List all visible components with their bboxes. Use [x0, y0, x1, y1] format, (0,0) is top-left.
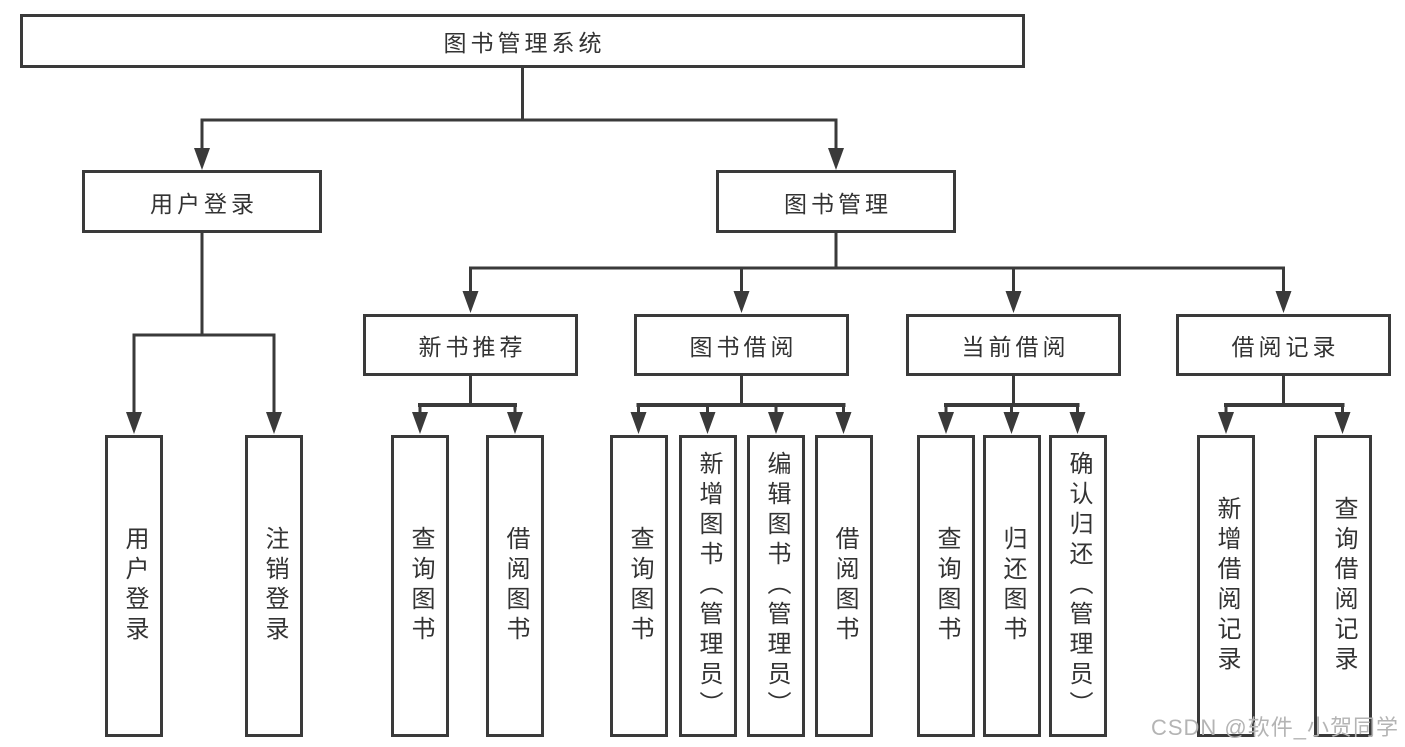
- arrow-down-icon: [1275, 291, 1292, 313]
- arrow-down-icon: [768, 412, 784, 434]
- arrow-down-icon: [630, 412, 647, 434]
- leaf-query-borrow-record: 查询借阅记录: [1314, 435, 1372, 737]
- arrowheads: [126, 148, 1351, 434]
- arrow-down-icon: [733, 291, 750, 313]
- arrow-down-icon: [1005, 291, 1022, 313]
- arrow-down-icon: [1069, 412, 1086, 434]
- csdn-watermark: CSDN @软件_小贺同学: [1150, 715, 1399, 740]
- arrow-down-icon: [507, 412, 523, 434]
- node-user-login: 用户登录: [82, 170, 322, 233]
- node-current-borrowing: 当前借阅: [906, 314, 1121, 376]
- arrow-down-icon: [194, 148, 210, 170]
- arrow-down-icon: [462, 291, 479, 313]
- leaf-add-book-admin: 新增图书（管理员）: [679, 435, 737, 737]
- leaf-edit-book-admin: 编辑图书（管理员）: [747, 435, 805, 737]
- node-new-book-recommend: 新书推荐: [363, 314, 578, 376]
- arrow-down-icon: [828, 148, 844, 170]
- arrow-down-icon: [412, 412, 428, 434]
- leaf-return-books: 归还图书: [983, 435, 1041, 737]
- node-book-management: 图书管理: [716, 170, 956, 233]
- leaf-query-books-borrowing: 查询图书: [610, 435, 668, 737]
- leaf-logout: 注销登录: [245, 435, 303, 737]
- arrow-down-icon: [835, 412, 852, 434]
- leaf-add-borrow-record: 新增借阅记录: [1197, 435, 1255, 737]
- leaf-query-books-recommend: 查询图书: [391, 435, 449, 737]
- node-root: 图书管理系统: [20, 14, 1025, 68]
- leaf-borrow-books-recommend: 借阅图书: [486, 435, 544, 737]
- arrow-down-icon: [938, 412, 954, 434]
- node-book-borrowing: 图书借阅: [634, 314, 849, 376]
- arrow-down-icon: [1334, 412, 1351, 434]
- leaf-borrow-books-borrowing: 借阅图书: [815, 435, 873, 737]
- arrow-down-icon: [266, 412, 282, 434]
- arrow-down-icon: [1003, 412, 1020, 434]
- node-borrowing-records: 借阅记录: [1176, 314, 1391, 376]
- arrow-down-icon: [699, 412, 716, 434]
- leaf-confirm-return-admin: 确认归还（管理员）: [1049, 435, 1107, 737]
- arrow-down-icon: [126, 412, 142, 434]
- leaf-user-login: 用户登录: [105, 435, 163, 737]
- arrow-down-icon: [1218, 412, 1234, 434]
- leaf-query-books-current: 查询图书: [917, 435, 975, 737]
